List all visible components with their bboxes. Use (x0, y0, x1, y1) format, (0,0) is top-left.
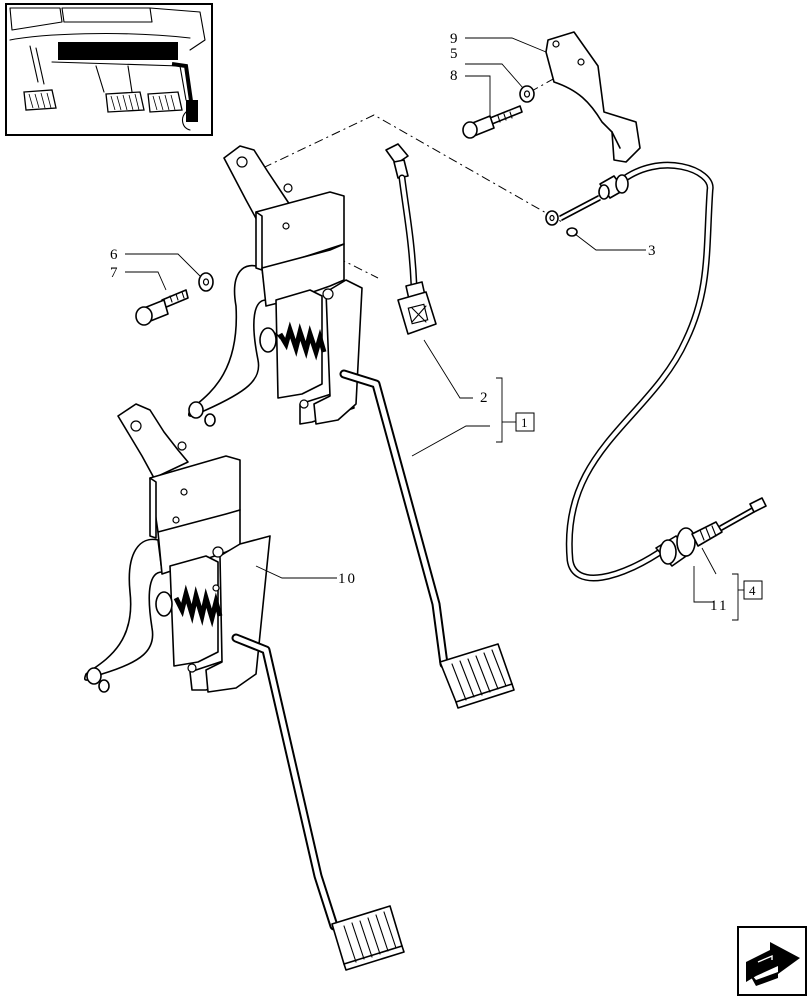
upper-pedal-pad (439, 643, 515, 709)
throttle-cable (559, 161, 767, 582)
label-7: 7 (110, 265, 120, 281)
washer-5 (519, 85, 535, 103)
lower-spring (155, 584, 223, 628)
assembly-box-4: 4 (743, 580, 763, 600)
label-11: 11 (710, 598, 728, 614)
next-page-arrow-icon[interactable] (737, 926, 807, 996)
bolt-8 (462, 105, 523, 139)
label-9: 9 (450, 31, 460, 47)
washer-6 (198, 272, 214, 292)
lower-pedal-assembly (84, 403, 405, 971)
label-4: 4 (749, 583, 756, 598)
label-6: 6 (110, 247, 120, 263)
clip-3 (545, 210, 578, 237)
label-10: 10 (338, 571, 357, 587)
upper-pedal-assembly (188, 145, 515, 709)
bolt-7 (135, 289, 189, 326)
label-8: 8 (450, 68, 460, 84)
part-labels: 9 5 8 6 7 3 2 10 11 1 4 (110, 31, 763, 614)
label-5: 5 (450, 46, 460, 62)
location-thumbnail (5, 3, 213, 136)
label-3: 3 (648, 243, 658, 259)
assembly-box-1: 1 (515, 412, 535, 432)
upper-spring (259, 321, 327, 361)
label-2: 2 (480, 390, 490, 406)
label-1: 1 (521, 415, 528, 430)
lower-pedal-pad (331, 905, 405, 971)
cable-bracket (545, 31, 641, 163)
leader-lines (125, 37, 744, 621)
pedal-switch (385, 143, 437, 335)
